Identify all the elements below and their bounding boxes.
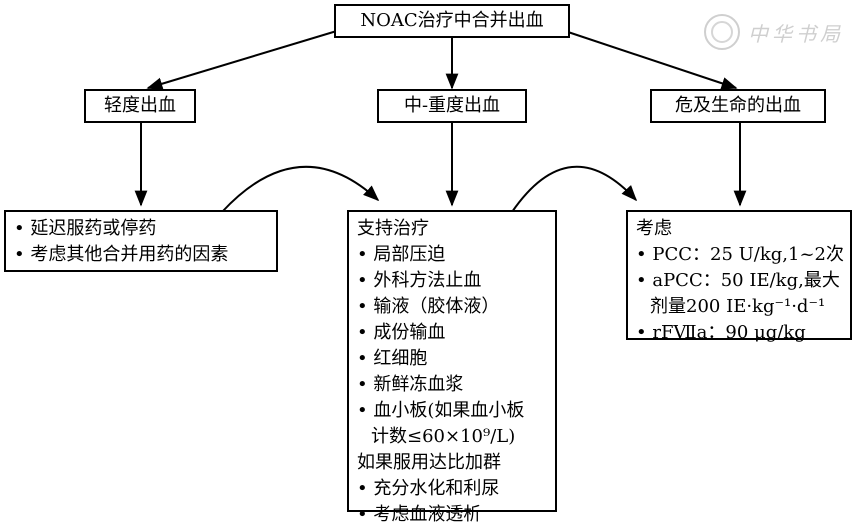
supportive-care-heading: 支持治疗 — [357, 218, 429, 239]
arc-moderate-to-life — [511, 165, 638, 213]
list-item: • 局部压迫 — [357, 244, 446, 265]
list-item: • 成份输血 — [357, 322, 446, 343]
root-node: NOAC治疗中合并出血 — [334, 4, 570, 38]
arrow-root-to-mild — [146, 29, 341, 90]
root-label: NOAC治疗中合并出血 — [360, 10, 544, 31]
watermark: 中华书局 — [704, 10, 854, 54]
list-item: • 新鲜冻血浆 — [357, 374, 464, 395]
consider-heading: 考虑 — [636, 218, 672, 239]
arc-mild-to-moderate — [221, 165, 380, 213]
moderate-actions-box: 支持治疗 • 局部压迫 • 外科方法止血 • 输液（胶体液） • 成份输血 • … — [347, 210, 557, 525]
mild-bleeding-label: 轻度出血 — [104, 95, 176, 116]
apcc-item: • aPCC：50 IE/kg,最大 — [636, 270, 840, 291]
rf7a-item: • rFⅦa：90 μg/kg — [636, 322, 806, 343]
mild-bleeding-node: 轻度出血 — [84, 89, 196, 123]
pcc-item: • PCC：25 U/kg,1~2次 — [636, 244, 844, 265]
list-item: • 外科方法止血 — [357, 270, 482, 291]
arrow-root-to-life — [561, 29, 738, 90]
list-item: • 充分水化和利尿 — [357, 478, 500, 499]
list-item: • 考虑其他合并用药的因素 — [14, 244, 229, 265]
mild-actions-box: • 延迟服药或停药 • 考虑其他合并用药的因素 — [4, 210, 278, 272]
life-threatening-node: 危及生命的出血 — [650, 89, 826, 123]
life-threatening-label: 危及生命的出血 — [675, 95, 801, 116]
list-item: • 延迟服药或停药 — [14, 218, 157, 239]
moderate-bleeding-label: 中-重度出血 — [403, 95, 501, 116]
list-item: • 血小板(如果血小板 — [357, 400, 525, 421]
dabigatran-heading: 如果服用达比加群 — [357, 452, 501, 473]
moderate-bleeding-node: 中-重度出血 — [377, 89, 527, 123]
watermark-text: 中华书局 — [748, 21, 844, 46]
list-item: • 考虑血液透析 — [357, 504, 482, 525]
seal-icon — [704, 14, 740, 50]
apcc-max-dose: 剂量200 IE·kg⁻¹·d⁻¹ — [650, 296, 826, 317]
list-item: • 输液（胶体液） — [357, 296, 500, 317]
life-threatening-actions-box: 考虑 • PCC：25 U/kg,1~2次 • aPCC：50 IE/kg,最大… — [626, 210, 852, 343]
platelet-threshold: 计数≤60×10⁹/L) — [371, 426, 516, 447]
list-item: • 红细胞 — [357, 348, 428, 369]
